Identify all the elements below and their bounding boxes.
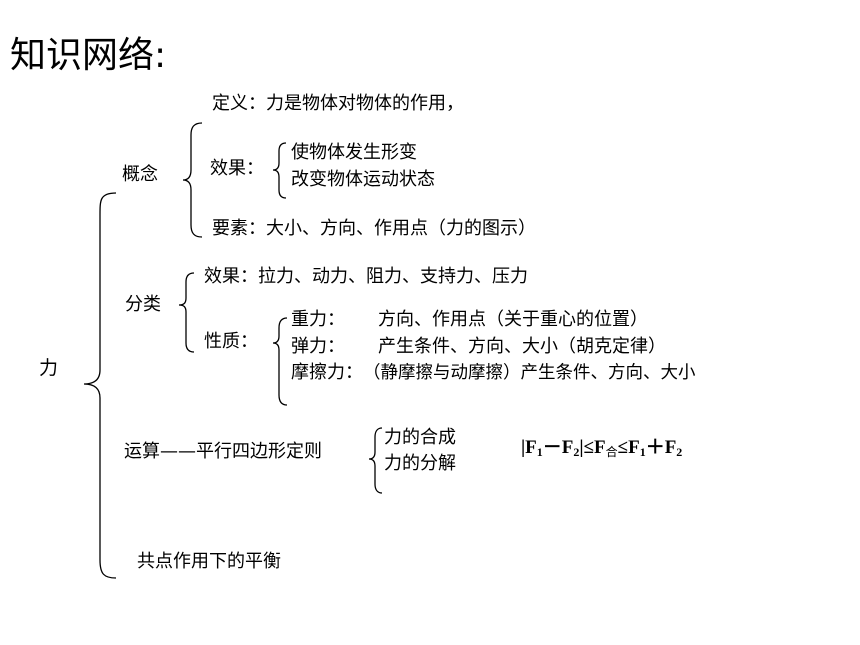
classification-by-effect: 效果：拉力、动力、阻力、支持力、压力	[204, 266, 528, 287]
nature-desc-gravity: 方向、作用点（关于重心的位置）	[378, 309, 648, 330]
classification-brace	[178, 272, 195, 353]
operation-item-composition: 力的合成	[384, 427, 456, 448]
equilibrium-text: 共点作用下的平衡	[137, 551, 281, 572]
operation-label: 运算——平行四边形定则	[124, 441, 322, 462]
nature-name-gravity: 重力：	[291, 309, 345, 330]
nature-desc-elastic: 产生条件、方向、大小（胡克定律）	[378, 336, 666, 357]
classification-label: 分类	[125, 294, 161, 315]
definition-text: 定义：力是物体对物体的作用，	[212, 93, 464, 114]
root-brace	[83, 192, 117, 579]
nature-name-friction: 摩擦力：	[291, 362, 363, 383]
effect-item-motion: 改变物体运动状态	[291, 169, 435, 190]
nature-label: 性质：	[204, 331, 258, 352]
effect-label: 效果：	[210, 158, 264, 179]
effect-brace	[272, 142, 287, 199]
page-title: 知识网络:	[10, 35, 167, 76]
effect-item-deform: 使物体发生形变	[291, 142, 417, 163]
operation-item-decomposition: 力的分解	[384, 453, 456, 474]
resultant-force-inequality: |F1－F2|≤F合≤F1＋F2	[521, 437, 683, 459]
root-node-force: 力	[39, 357, 59, 379]
nature-name-elastic: 弹力：	[291, 336, 345, 357]
concept-label: 概念	[122, 164, 158, 185]
nature-desc-friction: （静摩擦与动摩擦）产生条件、方向、大小	[363, 363, 696, 383]
elements-text: 要素：大小、方向、作用点（力的图示）	[212, 218, 536, 239]
concept-brace	[182, 122, 203, 238]
operation-brace	[368, 427, 383, 494]
nature-brace	[272, 317, 288, 406]
